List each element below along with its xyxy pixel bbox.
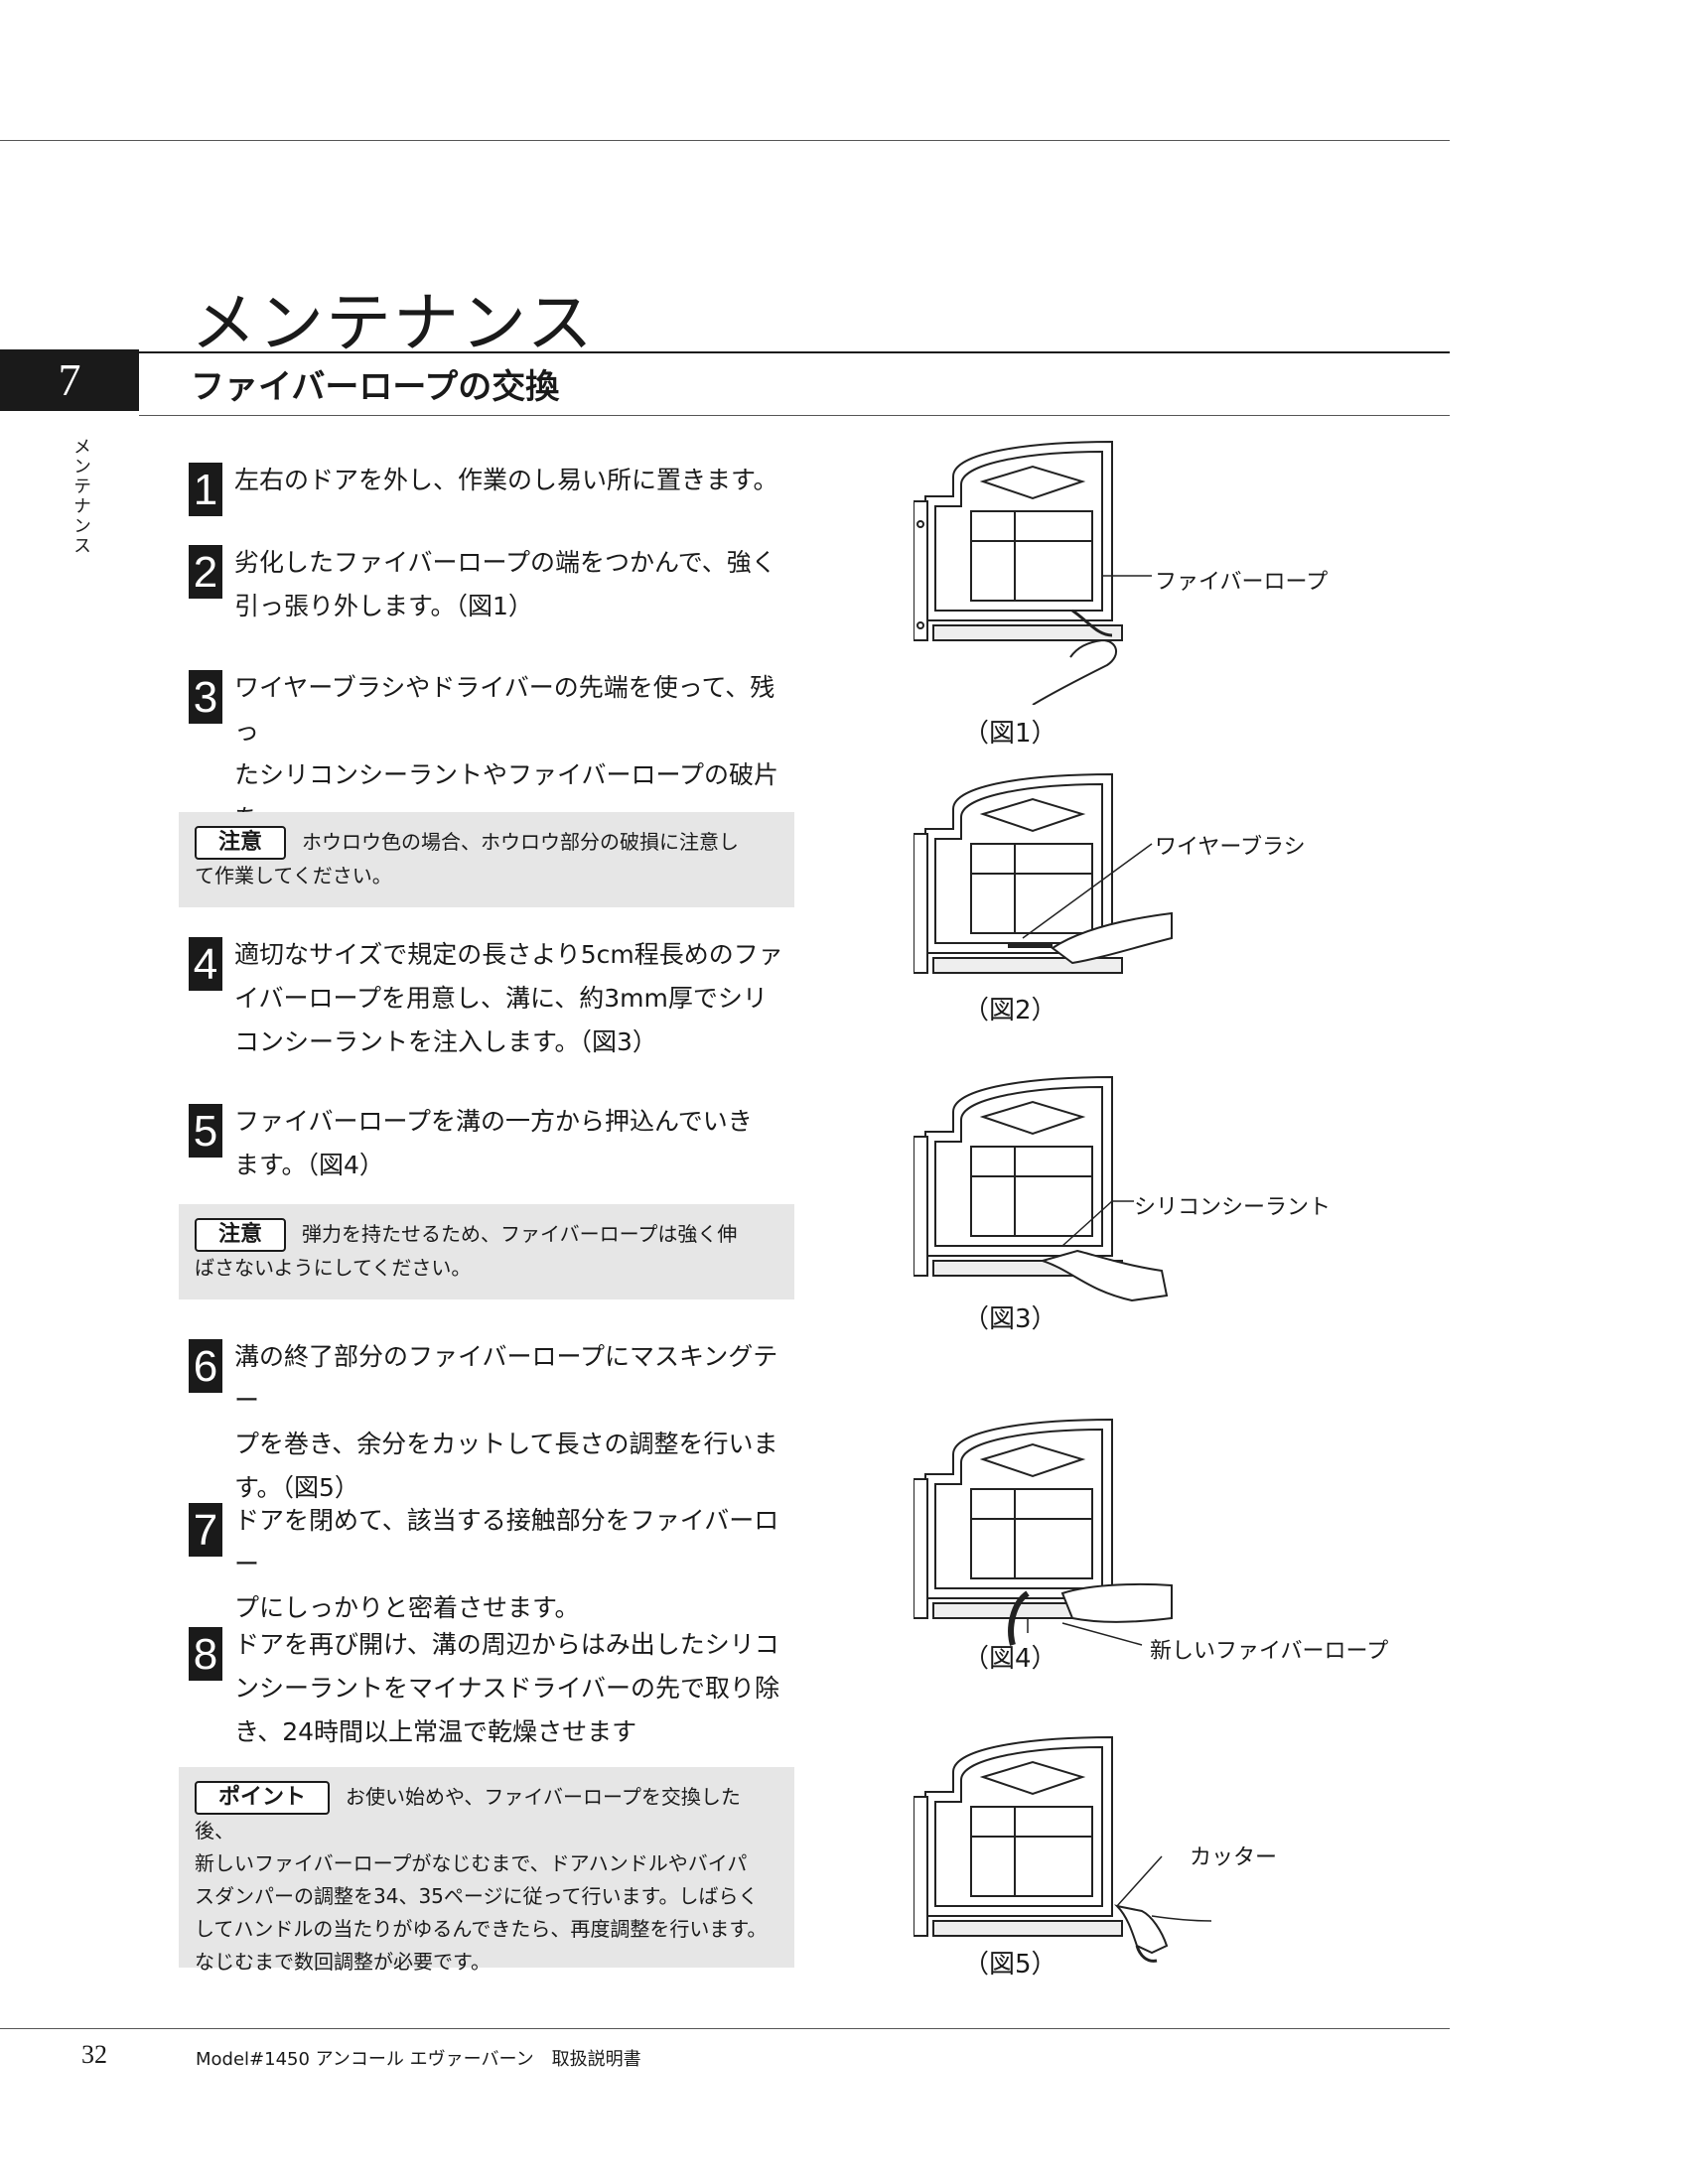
step-number: 6 [189,1339,222,1393]
page-number: 32 [81,2040,107,2069]
top-rule [0,140,1450,141]
step-text: 溝の終了部分のファイバーロープにマスキングテー プを巻き、余分をカットして長さの… [234,1342,778,1502]
step-5: 5 ファイバーロープを溝の一方から押込んでいき ます。（図4） [189,1100,784,1187]
step-number: 1 [189,463,222,516]
step-number: 5 [189,1104,222,1158]
step-number: 4 [189,937,222,991]
step-text: ファイバーロープを溝の一方から押込んでいき ます。（図4） [234,1107,753,1179]
step-number: 3 [189,670,222,724]
figure-1-callout: ファイバーロープ [1155,570,1329,595]
step-2: 2 劣化したファイバーロープの端をつかんで、強く 引っ張り外します。（図1） [189,541,784,628]
chapter-number-box: 7 [0,349,139,411]
note-text: ホウロウ色の場合、ホウロウ部分の破損に注意し て作業してください。 [195,830,740,887]
step-6: 6 溝の終了部分のファイバーロープにマスキングテー プを巻き、余分をカットして長… [189,1335,784,1510]
figure-4-callout: 新しいファイバーロープ [1150,1639,1389,1664]
step-text: 左右のドアを外し、作業のし易い所に置きます。 [234,466,778,494]
step-number: 8 [189,1627,222,1681]
figure-3-door-illustration [914,1075,1169,1302]
step-text: 劣化したファイバーロープの端をつかんで、強く 引っ張り外します。（図1） [234,548,776,620]
step-text: ドアを再び開け、溝の周辺からはみ出したシリコ ンシーラントをマイナスドライバーの… [234,1630,780,1746]
caution-tag: 注意 [195,826,287,860]
step-4: 4 適切なサイズで規定の長さより5cm程長めのファ イバーロープを用意し、溝に、… [189,933,784,1064]
figure-2-caption: （図2） [963,996,1057,1025]
figure-3-caption: （図3） [963,1304,1057,1334]
figure-3-callout: シリコンシーラント [1134,1195,1332,1220]
side-section-label: メンテナンス [70,437,91,556]
step-8: 8 ドアを再び開け、溝の周辺からはみ出したシリコ ンシーラントをマイナスドライバ… [189,1623,784,1754]
subtitle-underline [139,415,1450,416]
figure-5-caption: （図5） [963,1950,1057,1979]
figure-4-door-illustration [914,1418,1173,1646]
step-7: 7 ドアを閉めて、該当する接触部分をファイバーロー プにしっかりと密着させます。 [189,1499,784,1630]
caution-tag: 注意 [195,1218,287,1252]
point-tag: ポイント [195,1781,331,1815]
figure-4-caption: （図4） [963,1644,1057,1674]
figure-1-door-illustration [914,440,1152,705]
note-text: 弾力を持たせるため、ファイバーロープは強く伸 ばさないようにしてください。 [195,1222,738,1280]
figure-5-door-illustration [914,1735,1212,1963]
note-text: お使い始めや、ファイバーロープを交換した後、 新しいファイバーロープがなじむまで… [195,1785,768,1974]
footer-rule [0,2028,1450,2029]
footer-text: Model#1450 アンコール エヴァーバーン 取扱説明書 [196,2049,641,2070]
figure-2-door-illustration [914,772,1173,974]
step-number: 7 [189,1503,222,1557]
point-note: ポイントお使い始めや、ファイバーロープを交換した後、 新しいファイバーロープがな… [179,1767,794,1974]
caution-note-2: 注意弾力を持たせるため、ファイバーロープは強く伸 ばさないようにしてください。 [179,1204,794,1299]
step-text: ドアを閉めて、該当する接触部分をファイバーロー プにしっかりと密着させます。 [234,1506,779,1622]
step-number: 2 [189,545,222,599]
step-1: 1 左右のドアを外し、作業のし易い所に置きます。 [189,459,784,516]
page-title: メンテナンス [191,285,595,361]
step-text: 適切なサイズで規定の長さより5cm程長めのファ イバーロープを用意し、溝に、約3… [234,940,783,1056]
title-underline [0,351,1450,353]
figure-1-caption: （図1） [963,719,1057,749]
figure-5-callout: カッター [1190,1845,1278,1870]
section-subtitle: ファイバーロープの交換 [191,367,560,407]
figure-2-callout: ワイヤーブラシ [1155,835,1306,860]
caution-note-1: 注意ホウロウ色の場合、ホウロウ部分の破損に注意し て作業してください。 [179,812,794,907]
